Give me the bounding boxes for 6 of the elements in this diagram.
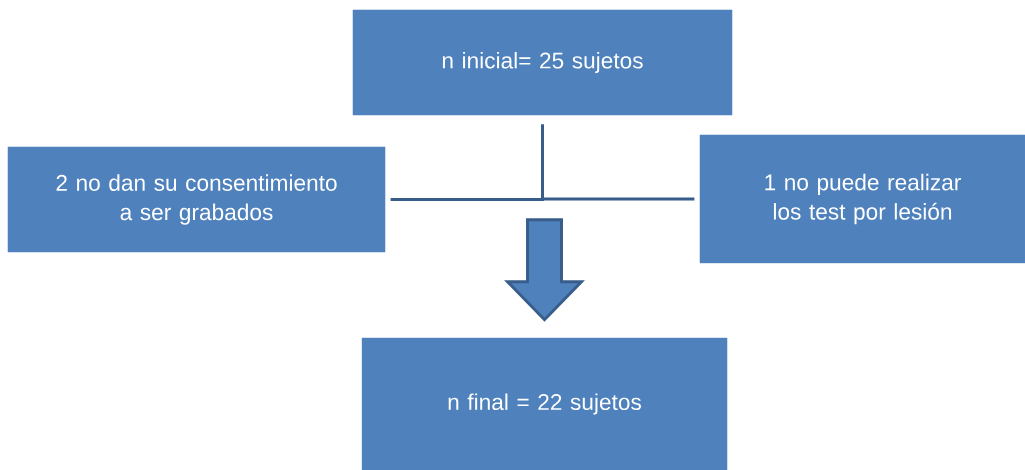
process-box: n inicial= 25 sujetos — [352, 9, 733, 116]
connector-line — [541, 124, 695, 201]
process-box: 1 no puede realizar los test por lesión — [699, 134, 1025, 264]
process-box: n final = 22 sujetos — [361, 337, 728, 470]
process-box: 2 no dan su consentimiento a ser grabados — [7, 146, 386, 253]
block-arrow — [504, 218, 585, 322]
